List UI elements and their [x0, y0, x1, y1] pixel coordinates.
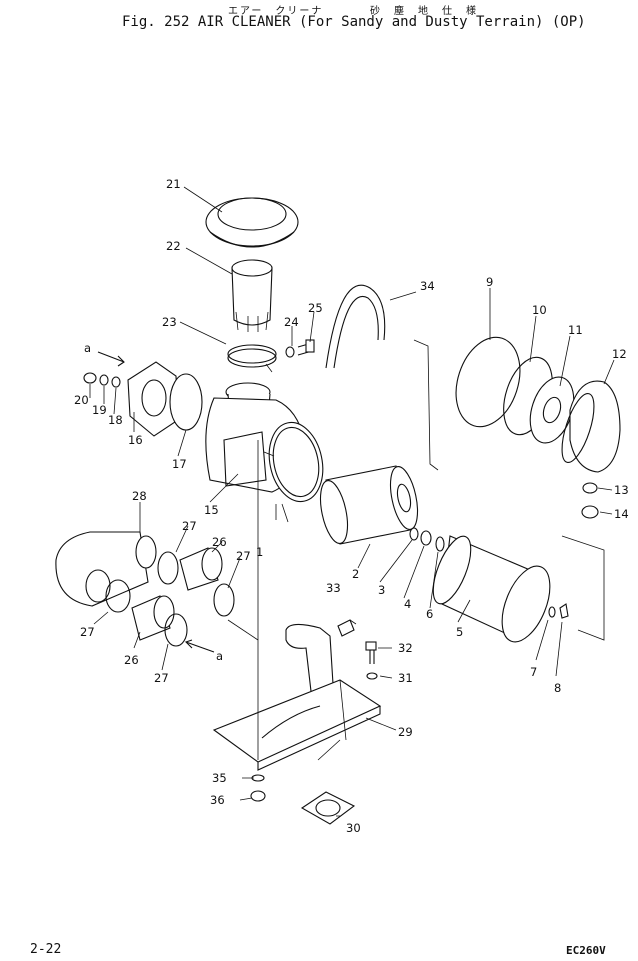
part-dust-indicator [337, 619, 355, 637]
part-mounting-plate [300, 791, 356, 825]
part-washer [99, 374, 109, 386]
part-washer [548, 606, 556, 618]
japanese-subtitle: 砂 塵 地 仕 様 [370, 6, 478, 17]
callout: 18 [108, 413, 123, 427]
callout-labels: 1 2 3 4 5 6 7 8 9 10 11 12 13 14 15 16 1… [74, 177, 629, 835]
callout: 28 [132, 489, 147, 503]
callout: 15 [204, 503, 219, 517]
callout: 31 [398, 671, 413, 685]
callout: 27 [236, 549, 251, 563]
callout: 10 [532, 303, 547, 317]
callout: 9 [486, 275, 493, 289]
callout: 12 [612, 347, 627, 361]
callout: 4 [404, 597, 411, 611]
callout: 34 [420, 279, 435, 293]
callout: 26 [212, 535, 227, 549]
part-elbow-hose [55, 531, 149, 607]
part-safety-element [319, 465, 419, 545]
callout: 19 [92, 403, 107, 417]
callout: 33 [326, 581, 341, 595]
figure-title: Fig. 252 AIR CLEANER (For Sandy and Dust… [122, 14, 586, 30]
part-cap-nut [582, 482, 598, 494]
part-wing-nut [559, 603, 569, 619]
arrow-icon [97, 351, 125, 367]
part-bolt-washer [285, 339, 315, 358]
callout: 25 [308, 301, 323, 315]
part-mounting-bracket [212, 679, 382, 771]
callout: 24 [284, 315, 299, 329]
part-band-clamp [227, 344, 277, 373]
callout: 30 [346, 821, 361, 835]
part-cap-nut [581, 505, 599, 519]
part-lock-washer [111, 376, 121, 388]
callout: 8 [554, 681, 561, 695]
reference-mark: a [216, 649, 223, 663]
callout: 36 [210, 793, 225, 807]
part-primary-element [432, 535, 551, 643]
callout: 17 [172, 457, 187, 471]
callout: 21 [166, 177, 181, 191]
part-nut [83, 372, 97, 384]
callout: 16 [128, 433, 143, 447]
callout: 22 [166, 239, 181, 253]
part-washer [409, 527, 419, 541]
callout: 7 [530, 665, 537, 679]
part-gasket [169, 373, 203, 431]
model-code: EC260V [566, 944, 606, 957]
callout: 11 [568, 323, 583, 337]
part-bolt [365, 641, 377, 664]
callout: 13 [614, 483, 629, 497]
callout: 6 [426, 607, 433, 621]
japanese-title: エアー クリーナ [228, 6, 324, 17]
callout: 20 [74, 393, 89, 407]
part-clamp-ring [455, 336, 521, 428]
part-hose-and-clamps [105, 547, 235, 647]
callout: 29 [398, 725, 413, 739]
callout: 26 [124, 653, 139, 667]
callout: 14 [614, 507, 629, 521]
part-cover [561, 380, 621, 473]
part-cap [205, 197, 299, 248]
part-air-cleaner-body [205, 382, 324, 503]
part-hose-end [85, 569, 111, 603]
arrow-icon [184, 639, 215, 653]
callout: 35 [212, 771, 227, 785]
part-nut [250, 790, 266, 802]
callout: 3 [378, 583, 385, 597]
reference-mark: a [84, 341, 91, 355]
part-pre-cleaner-tube [231, 259, 273, 332]
callout: 27 [182, 519, 197, 533]
part-mounting-strap [325, 284, 386, 369]
part-nut [420, 530, 432, 546]
callout: 5 [456, 625, 463, 639]
part-washer [366, 672, 378, 680]
callout: 32 [398, 641, 413, 655]
callout: 2 [352, 567, 359, 581]
callout: 27 [80, 625, 95, 639]
callout: 1 [256, 545, 263, 559]
callout: 23 [162, 315, 177, 329]
leader-lines [89, 186, 615, 817]
part-washer [435, 536, 445, 552]
part-hose-end [135, 535, 157, 569]
page-number: 2-22 [30, 942, 62, 957]
callout: 27 [154, 671, 169, 685]
